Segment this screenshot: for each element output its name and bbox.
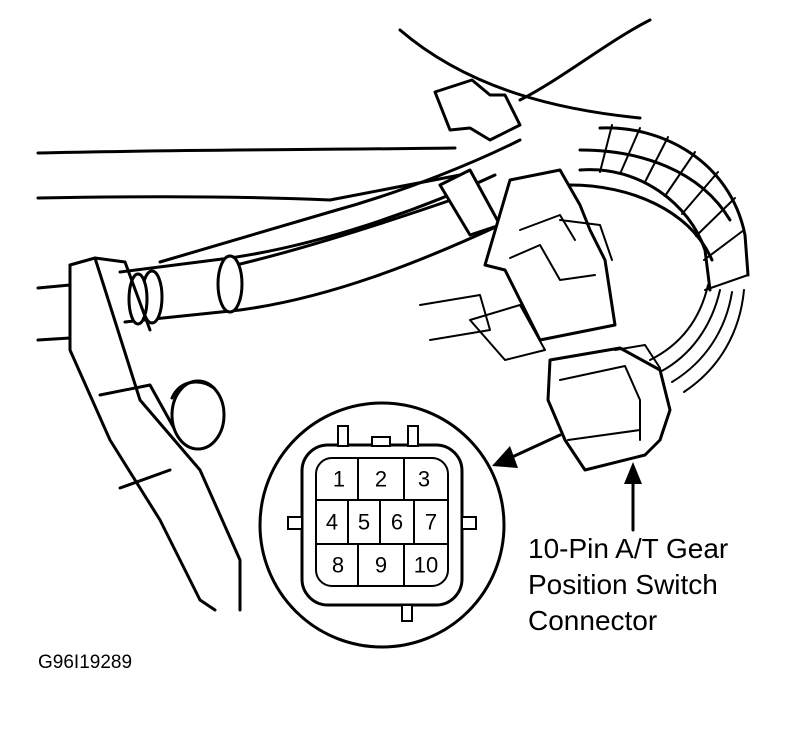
side-tab-left — [287, 516, 303, 530]
callout-line: Connector — [528, 605, 658, 636]
pin-label: 8 — [332, 553, 344, 578]
wiring-harness — [36, 18, 732, 268]
arrow-to-connector — [624, 462, 642, 532]
pin-cavity — [315, 457, 449, 587]
figure-id: G96I19289 — [38, 652, 133, 673]
pin-label: 10 — [414, 553, 438, 578]
connector-face-detail: 1 2 3 4 5 6 7 8 9 10 — [258, 401, 506, 649]
callout-line: Position Switch — [528, 569, 718, 600]
pin-label: 2 — [375, 467, 387, 492]
pin-label: 3 — [418, 467, 430, 492]
pin-label: 9 — [375, 553, 387, 578]
callout-line: 10-Pin A/T Gear — [528, 533, 729, 564]
upper-connector — [419, 78, 617, 361]
pin-label: 4 — [326, 510, 338, 535]
latch-tab-right — [407, 425, 419, 447]
arrow-to-detail — [492, 433, 562, 468]
connector-wires — [649, 274, 749, 393]
bottom-tab — [401, 604, 413, 622]
pin-label: 5 — [358, 510, 370, 535]
latch-tab-left — [337, 425, 349, 447]
gear-position-switch-connector — [546, 344, 672, 472]
key-tab — [371, 436, 391, 447]
side-tab-right — [461, 516, 477, 530]
pin-label: 7 — [425, 510, 437, 535]
bracket — [36, 256, 242, 612]
connector-callout-label: 10-Pin A/T Gear Position Switch Connecto… — [528, 531, 728, 639]
pin-label: 1 — [333, 467, 345, 492]
corrugated-tube — [578, 124, 750, 292]
pin-label: 6 — [391, 510, 403, 535]
